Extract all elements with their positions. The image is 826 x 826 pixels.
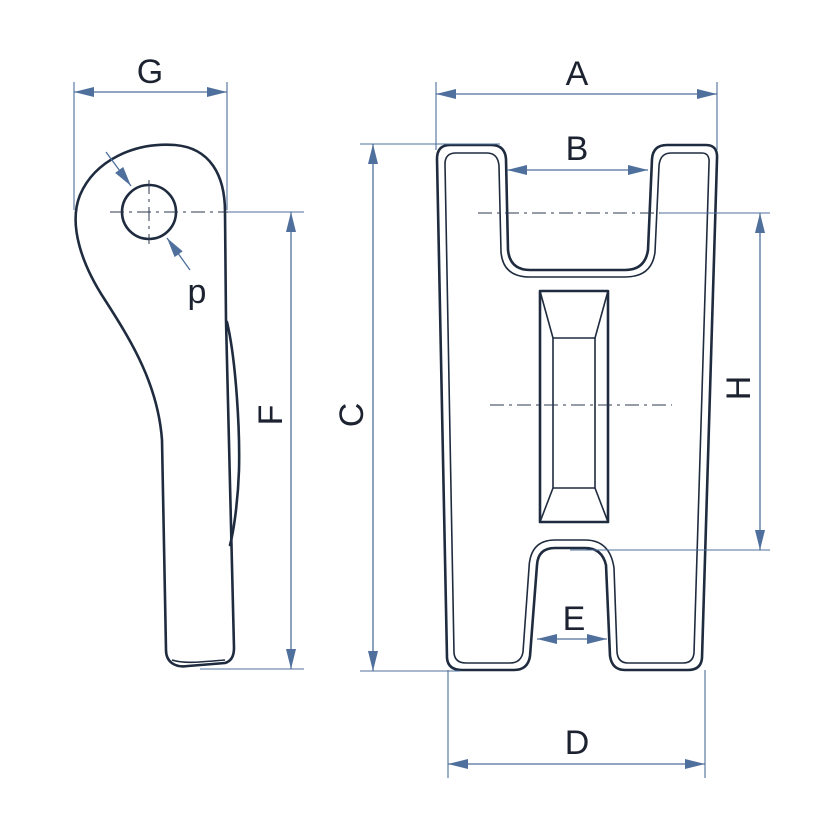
- label-b: B: [566, 130, 589, 168]
- side-view: [74, 143, 241, 668]
- slot-bevel-bl: [539, 487, 554, 523]
- label-h: H: [720, 376, 758, 401]
- side-view-tip-edge: [171, 659, 226, 664]
- label-a: A: [566, 55, 589, 93]
- side-view-outline: [74, 143, 236, 668]
- label-g: G: [137, 53, 163, 91]
- label-c: C: [333, 403, 371, 428]
- slot-bevel-tl: [539, 290, 554, 339]
- label-p: p: [188, 273, 207, 311]
- front-view: [435, 143, 770, 672]
- dimension-labels: G A B D E p C F H: [137, 53, 758, 762]
- dim-line-p-upper: [105, 151, 132, 187]
- slot-outer: [538, 289, 610, 524]
- slot-inner: [552, 337, 596, 489]
- label-f: F: [252, 405, 290, 426]
- slot-bevel-tr: [594, 290, 609, 339]
- slot-bevel-br: [594, 487, 609, 523]
- front-view-outer-outline: [435, 143, 719, 672]
- label-d: D: [565, 724, 590, 762]
- front-view-inner-outline: [444, 152, 710, 664]
- side-view-rear-rib: [225, 320, 241, 547]
- dimensions: [73, 82, 770, 778]
- dim-line-p-lower: [166, 237, 191, 271]
- label-e: E: [563, 600, 586, 638]
